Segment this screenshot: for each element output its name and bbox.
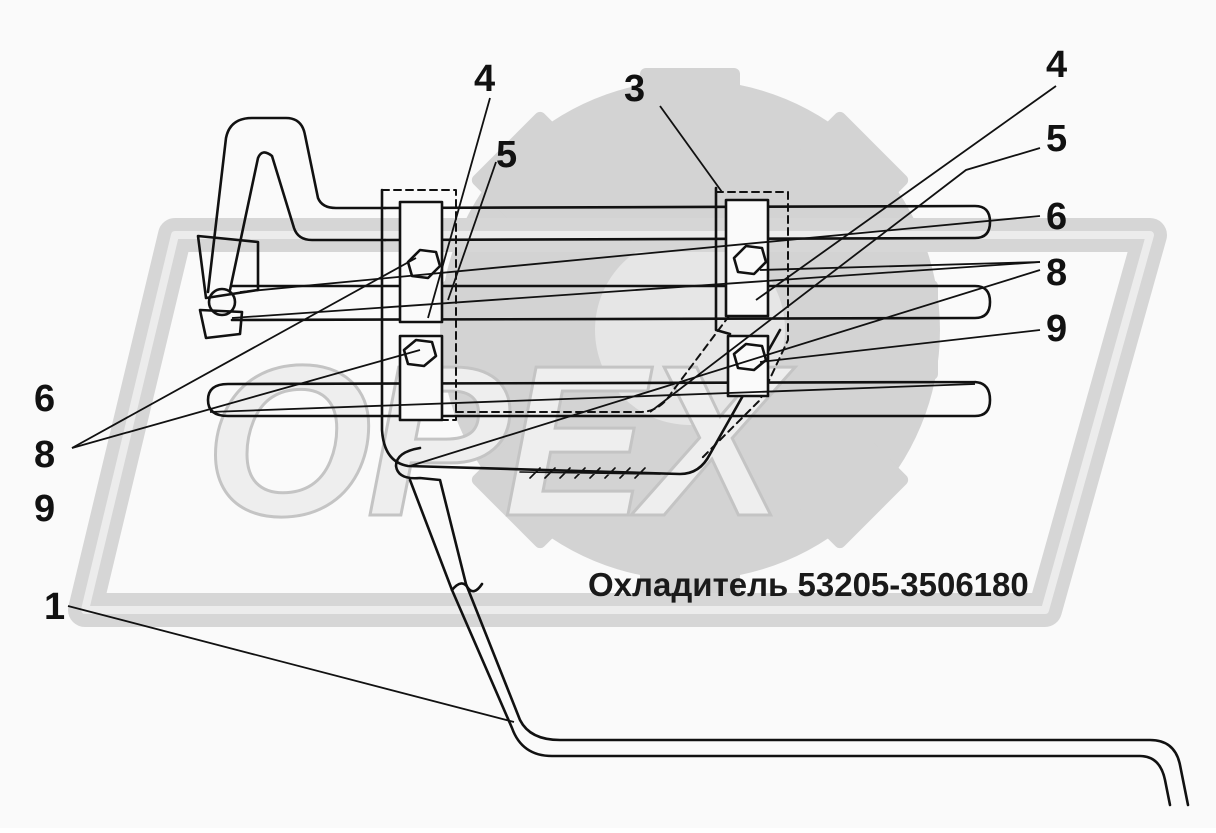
coil-tube-top	[383, 204, 992, 242]
seal-strip	[519, 467, 661, 479]
callout-top-3: 3	[624, 68, 646, 110]
callout-left-6: 6	[34, 378, 56, 420]
right-upper-bolt	[732, 244, 768, 276]
right-bracket-outline	[699, 191, 789, 461]
left-bracket-outline	[381, 189, 457, 421]
leader-top-4	[427, 97, 491, 319]
left-lower-bolt	[402, 338, 438, 368]
bracket-base-dashed	[455, 311, 733, 413]
left-fitting-body	[198, 308, 244, 340]
callout-top-5: 5	[496, 134, 518, 176]
leader-right-9	[759, 329, 1041, 363]
outlet-pipe-inner	[408, 478, 1172, 807]
leader-top-5	[447, 161, 497, 301]
watermark-frame	[68, 218, 1167, 627]
leader-right-4	[755, 85, 1057, 301]
leader-lines	[67, 85, 1057, 723]
left-fitting-nut	[207, 287, 237, 317]
callout-left-9: 9	[34, 488, 56, 530]
inlet-pipe-inner	[228, 151, 387, 292]
callout-right-5: 5	[1046, 118, 1068, 160]
leader-left-6	[209, 383, 976, 413]
leader-left-1	[67, 605, 515, 723]
leader-left-8b	[71, 349, 421, 449]
leader-right-8c	[409, 269, 1041, 467]
callout-right-8: 8	[1046, 252, 1068, 294]
right-bracket-solid	[714, 186, 732, 336]
inlet-pipe	[206, 116, 387, 294]
outlet-pipe-break	[450, 582, 484, 593]
diagram-caption: Охладитель 53205-3506180	[588, 566, 1029, 603]
callout-left-8: 8	[34, 434, 56, 476]
callout-right-4: 4	[1046, 44, 1068, 86]
cooler-assembly	[196, 116, 1190, 807]
callout-top-4: 4	[474, 58, 496, 100]
leader-right-5	[649, 147, 1041, 413]
coil-tube-bottom	[206, 380, 992, 418]
leader-right-6	[239, 215, 1041, 293]
callout-right-6: 6	[1046, 196, 1068, 238]
callout-right-9: 9	[1046, 308, 1068, 350]
leader-right-8b	[759, 261, 1041, 271]
leader-right-8a	[231, 261, 1041, 319]
left-bracket-foot	[380, 188, 782, 476]
leader-top-3	[659, 105, 723, 193]
callout-left-1: 1	[44, 586, 66, 628]
watermark-logo: OPEX	[205, 320, 796, 561]
coil-tube-middle	[230, 284, 992, 322]
leader-left-8a	[71, 257, 417, 449]
